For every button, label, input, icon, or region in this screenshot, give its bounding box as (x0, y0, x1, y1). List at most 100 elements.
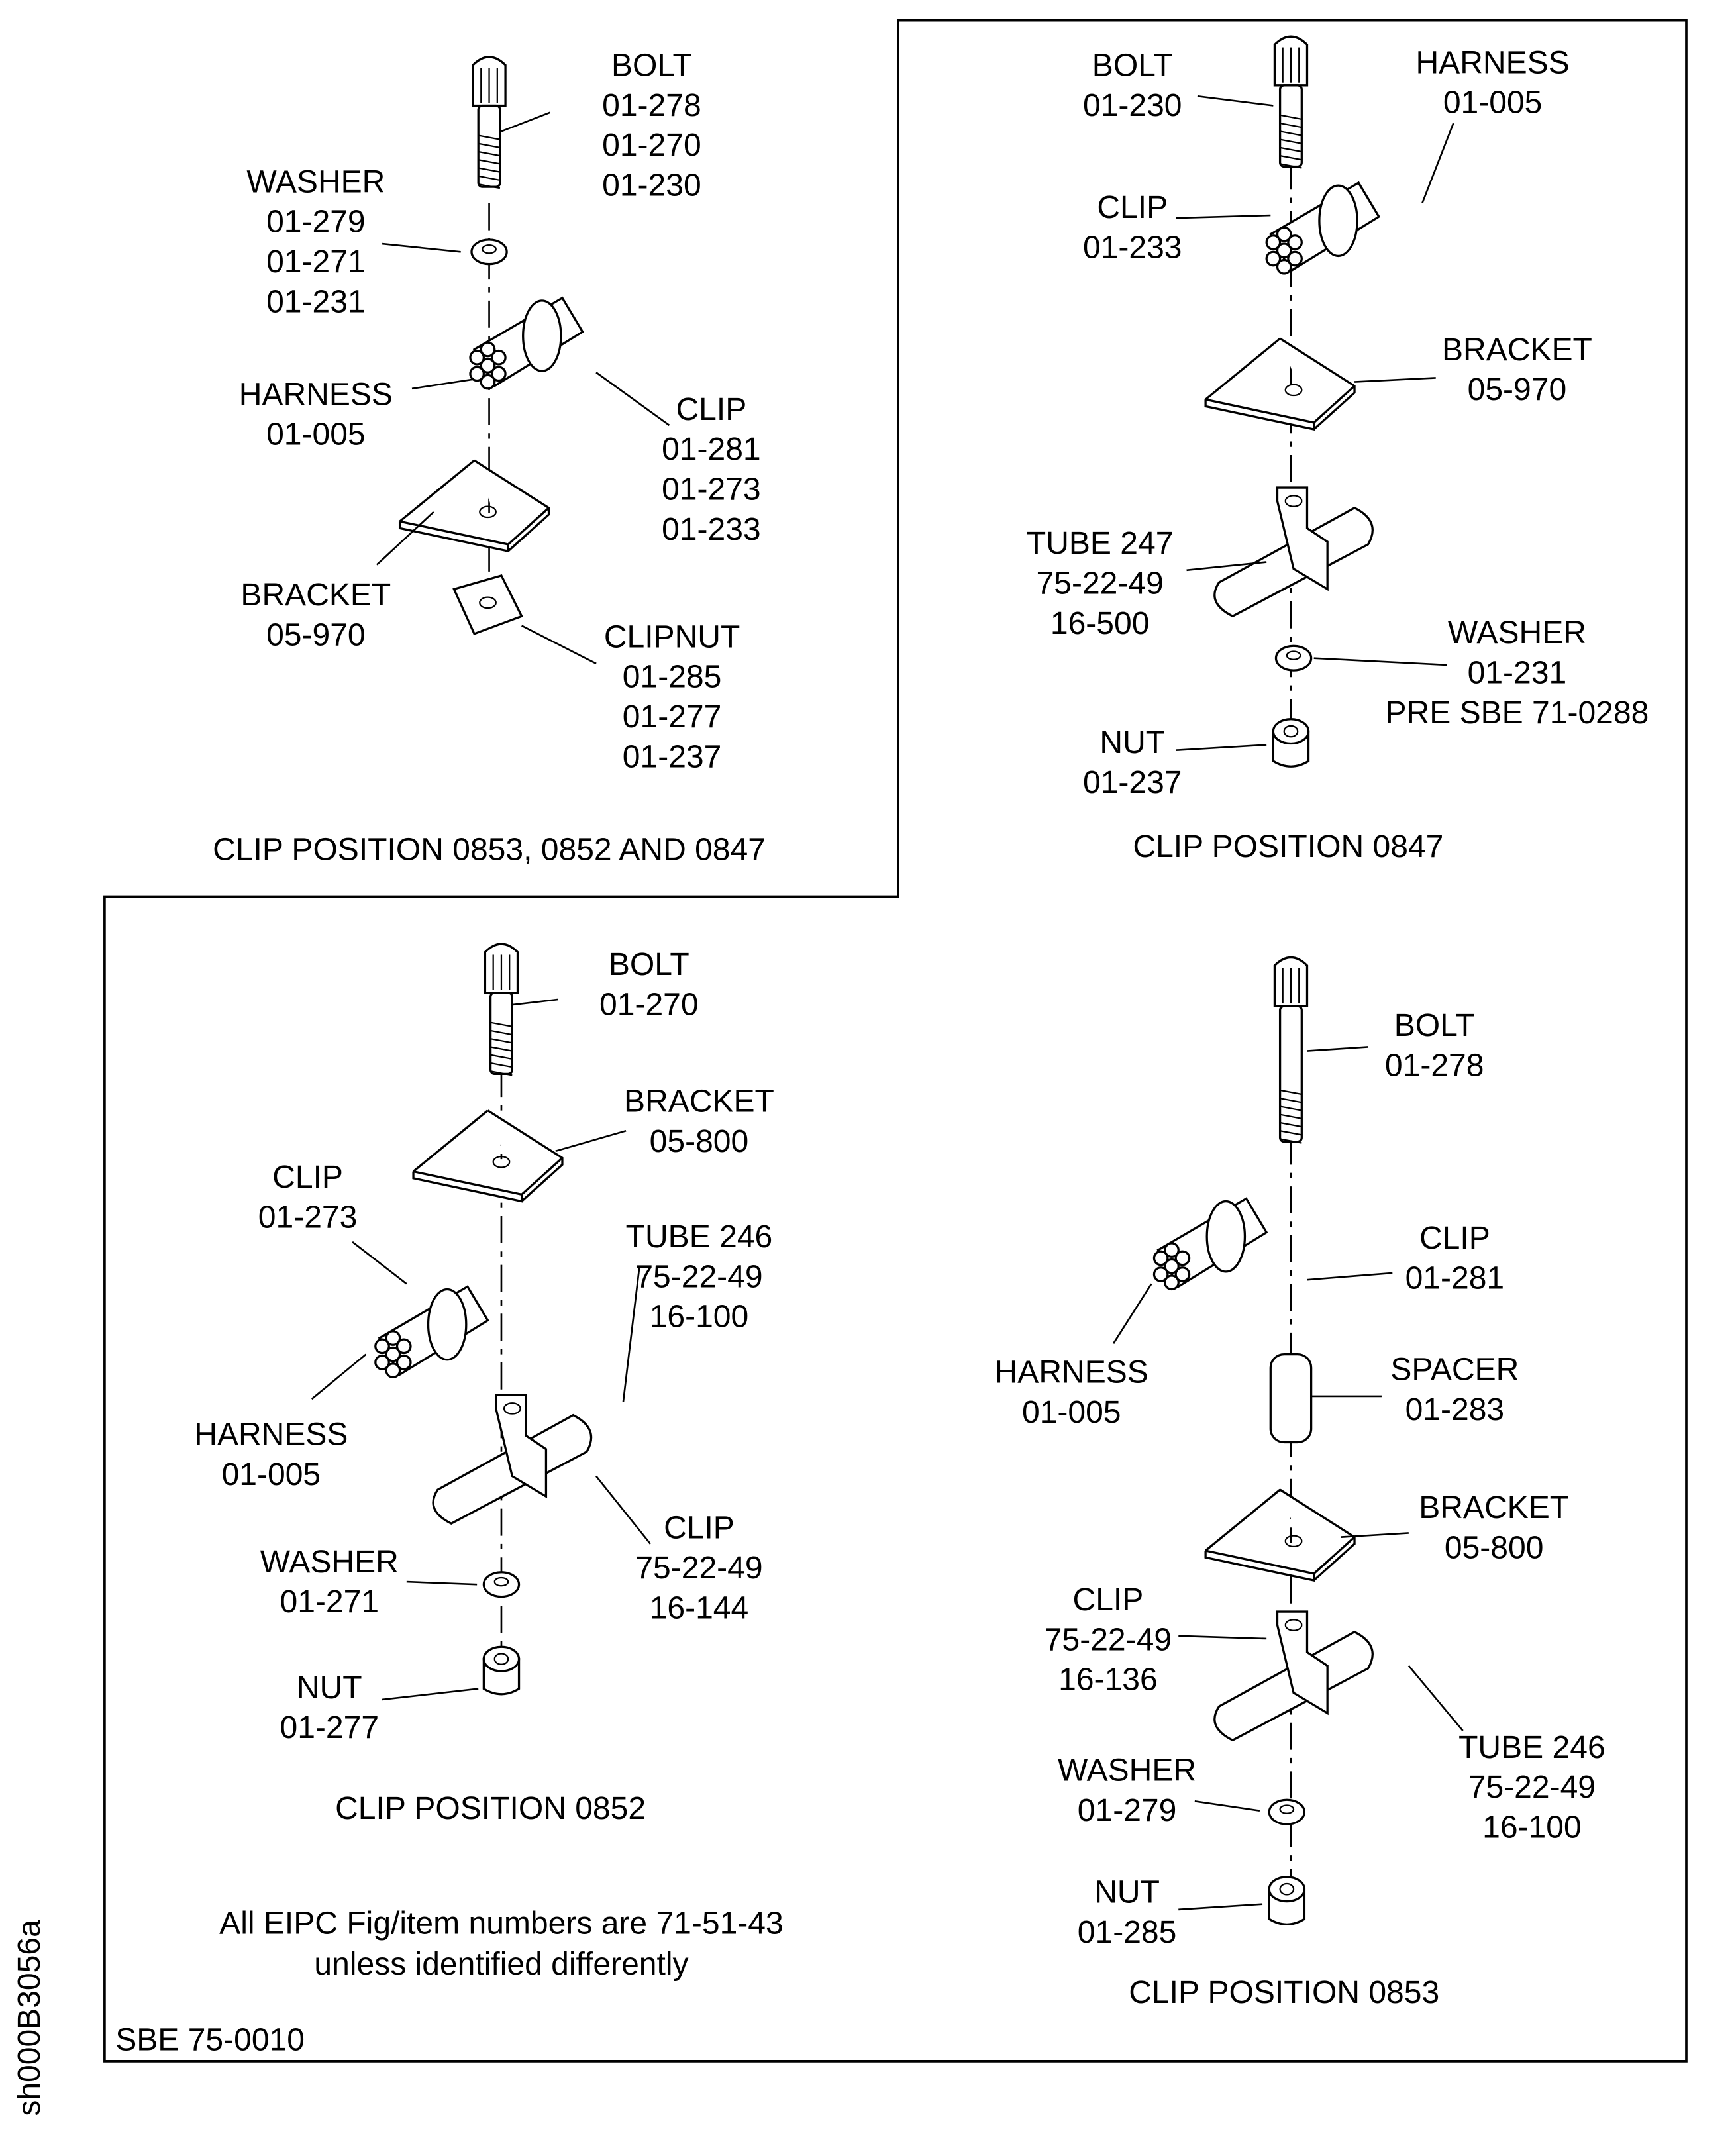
part-number: 01-283 (1405, 1392, 1505, 1427)
frame-outline (103, 19, 1688, 2063)
part-number: 01-237 (1083, 765, 1182, 800)
part-number: 01-277 (280, 1710, 380, 1745)
callout-labels: BOLT01-27801-27001-230WASHER01-27901-271… (194, 45, 1649, 1950)
part-name: BRACKET (1419, 1490, 1569, 1525)
panel-frames (103, 19, 1688, 2063)
leader-line (1197, 95, 1274, 107)
part-number: 05-970 (266, 617, 366, 652)
part-name: CLIP (1419, 1221, 1490, 1256)
leader-line (1307, 1272, 1393, 1281)
part-drawings (374, 35, 1381, 1926)
part-number: 01-278 (602, 88, 701, 123)
leader-line (512, 998, 558, 1006)
nut-drawing (1272, 718, 1310, 768)
part-number: 75-22-49 (1037, 566, 1164, 601)
part-number: 75-22-49 (1468, 1770, 1596, 1805)
part-number: 01-285 (1078, 1915, 1177, 1950)
part-name: BRACKET (1442, 333, 1592, 368)
leader-line (1421, 123, 1454, 204)
note-line-1: All EIPC Fig/item numbers are 71-51-43 (219, 1906, 784, 1941)
leader-line (1176, 214, 1271, 219)
part-number: 16-144 (650, 1590, 749, 1625)
clipnut-drawing (452, 574, 523, 635)
part-number: 16-100 (650, 1300, 749, 1335)
washer-drawing (1274, 644, 1313, 672)
part-number: 75-22-49 (635, 1551, 762, 1586)
harness-drawing (1265, 181, 1381, 275)
part-name: NUT (1094, 1875, 1160, 1910)
leader-line (1407, 1665, 1464, 1731)
leader-line (1178, 1635, 1267, 1640)
part-number: 01-270 (602, 128, 701, 163)
part-number: 01-285 (623, 660, 722, 695)
bracket-drawing (1204, 337, 1356, 431)
part-number: 01-005 (266, 417, 366, 452)
reference-number: SBE 75-0010 (115, 2023, 305, 2058)
part-name: WASHER (1058, 1753, 1196, 1788)
washer-drawing (482, 1571, 521, 1598)
part-name: CLIP (676, 392, 746, 427)
callout-harness: HARNESS 01-005 (1415, 45, 1569, 120)
leader-line (382, 1688, 479, 1701)
callout-clip: CLIP 01-281 (1405, 1221, 1505, 1296)
leader-line (1176, 744, 1267, 752)
part-number: 01-281 (662, 432, 761, 467)
bracket-drawing (398, 459, 550, 553)
caption-panel-1: CLIP POSITION 0853, 0852 AND 0847 (213, 832, 766, 867)
note-line-2: unless identified differently (314, 1947, 688, 1982)
part-name: BRACKET (240, 578, 391, 613)
part-number: 16-136 (1058, 1663, 1158, 1698)
washer-drawing (470, 238, 508, 266)
leader-line (1186, 561, 1267, 572)
nut-drawing (1268, 1876, 1306, 1926)
harness-drawing (1152, 1197, 1268, 1291)
leader-line (311, 1353, 367, 1400)
callout-bracket: BRACKET 05-800 (1419, 1490, 1569, 1565)
bracket-drawing (412, 1109, 564, 1203)
leader-line (1194, 1800, 1260, 1812)
part-number: 05-800 (1445, 1530, 1544, 1565)
part-number: 01-005 (1443, 85, 1543, 121)
nut-drawing (482, 1645, 521, 1696)
leader-line (555, 1129, 627, 1153)
tube-drawing (1213, 486, 1374, 618)
caption-panel-4: CLIP POSITION 0853 (1129, 1975, 1439, 2010)
part-number: 01-281 (1405, 1260, 1505, 1296)
part-name: CLIP (664, 1511, 735, 1546)
leader-line (382, 242, 461, 253)
part-name: HARNESS (1415, 45, 1569, 80)
leader-line (1313, 657, 1447, 666)
part-number: 75-22-49 (1045, 1622, 1172, 1657)
leader-line (1178, 1903, 1263, 1911)
part-number: 01-279 (1078, 1793, 1177, 1828)
leader-line (376, 511, 434, 566)
spacer-drawing (1269, 1353, 1313, 1444)
harness-drawing (374, 1285, 489, 1378)
bolt-drawing (472, 56, 507, 189)
part-number: 75-22-49 (635, 1259, 762, 1294)
part-number: 05-800 (650, 1124, 749, 1159)
part-name: WASHER (246, 164, 385, 199)
bolt-drawing (1273, 35, 1309, 169)
tube-drawing (432, 1394, 593, 1525)
bracket-drawing (1204, 1488, 1356, 1582)
part-number: 01-233 (1083, 230, 1182, 265)
bolt-drawing (484, 943, 519, 1076)
part-number: PRE SBE 71-0288 (1385, 695, 1649, 731)
part-number: 01-005 (1022, 1395, 1121, 1430)
part-number: 16-500 (1050, 606, 1150, 641)
part-name: NUT (297, 1670, 362, 1706)
leader-line (501, 111, 551, 132)
callout-bracket: BRACKET 05-970 (240, 578, 391, 652)
leader-line (406, 1580, 478, 1586)
